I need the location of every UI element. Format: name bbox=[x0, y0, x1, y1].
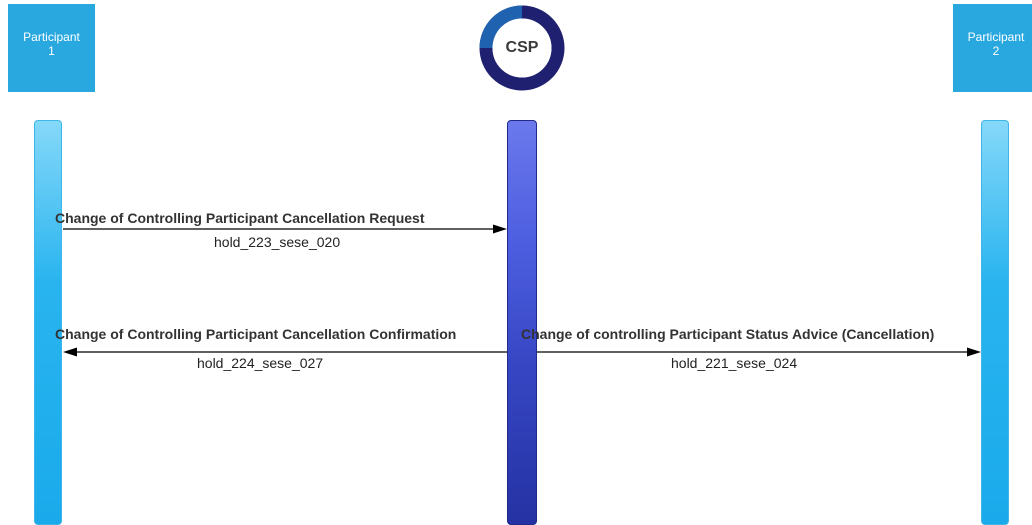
participant-2-lifeline bbox=[981, 120, 1009, 525]
message-title-cancellation-confirmation: Change of Controlling Participant Cancel… bbox=[55, 326, 457, 342]
participant-1-box: Participant 1 bbox=[8, 4, 95, 92]
participant-2-box: Participant 2 bbox=[953, 4, 1032, 92]
message-code-status-advice: hold_221_sese_024 bbox=[671, 355, 798, 371]
message-code-cancellation-confirmation: hold_224_sese_027 bbox=[197, 355, 324, 371]
participant-1-label: Participant bbox=[23, 30, 80, 44]
message-title-cancellation-request: Change of Controlling Participant Cancel… bbox=[55, 210, 425, 226]
csp-lifeline bbox=[507, 120, 537, 525]
participant-2-number: 2 bbox=[992, 44, 1000, 58]
participant-1-number: 1 bbox=[48, 44, 55, 58]
message-title-status-advice: Change of controlling Participant Status… bbox=[521, 326, 935, 342]
arrow-cancellation-confirmation bbox=[63, 347, 507, 357]
arrow-status-advice bbox=[537, 347, 981, 357]
participant-1-lifeline bbox=[34, 120, 62, 525]
message-code-cancellation-request: hold_223_sese_020 bbox=[214, 234, 341, 250]
arrow-cancellation-request bbox=[63, 224, 507, 234]
csp-label: CSP bbox=[505, 39, 539, 56]
csp-ring-icon bbox=[479, 5, 565, 91]
participant-2-label: Participant bbox=[967, 30, 1025, 44]
